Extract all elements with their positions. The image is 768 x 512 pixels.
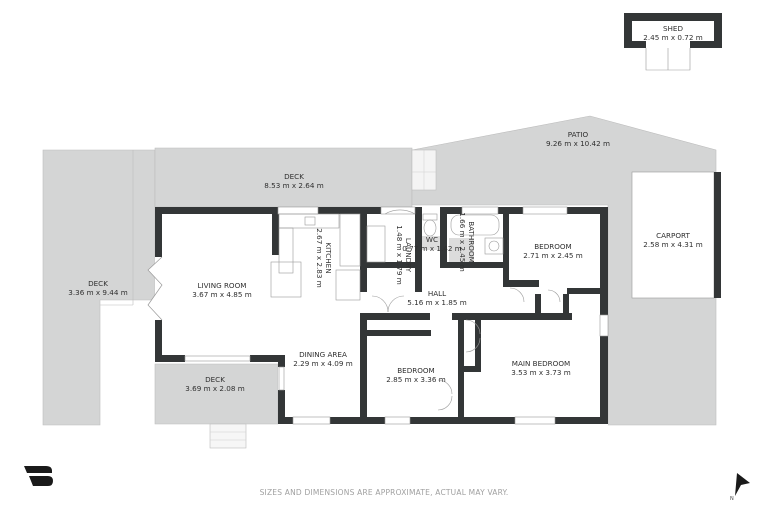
main-bedroom-dims: 3.53 m x 3.73 m <box>511 368 570 377</box>
deck-top-dims: 8.53 m x 2.64 m <box>264 181 323 190</box>
dining-area-dims: 2.29 m x 4.09 m <box>293 359 352 368</box>
carport-area <box>631 171 715 299</box>
kitchen-dims: 2.67 m x 2.83 m <box>315 228 324 287</box>
hall-name: HALL <box>428 289 446 298</box>
compass-north-icon: N <box>730 473 750 502</box>
wc-floor <box>422 236 440 250</box>
living-room-dims: 3.67 m x 4.85 m <box>192 290 251 299</box>
patio-steps <box>411 149 437 191</box>
deck-left-name: DECK <box>88 279 108 288</box>
laundry-fixtures <box>366 209 416 263</box>
bathroom-floor <box>449 238 474 262</box>
laundry-name: LAUNDRY <box>404 238 413 273</box>
shed-dims: 2.45 m x 0.72 m <box>643 33 702 42</box>
bathroom-fixtures <box>450 214 504 255</box>
bedroom-2-name: BEDROOM <box>397 366 435 375</box>
windows <box>184 206 609 425</box>
patio-name: PATIO <box>568 130 589 139</box>
deck-steps <box>209 423 247 449</box>
kitchen-name: KITCHEN <box>324 242 333 273</box>
disclaimer-text: SIZES AND DIMENSIONS ARE APPROXIMATE, AC… <box>259 488 509 497</box>
deck-bottom-dims: 3.69 m x 2.08 m <box>185 384 244 393</box>
wc-name: WC <box>426 235 438 244</box>
walls <box>155 207 608 424</box>
shed-name: SHED <box>663 24 684 33</box>
deck-left-dims: 3.36 m x 9.44 m <box>68 288 127 297</box>
shed <box>624 13 722 71</box>
carport-dims: 2.58 m x 4.31 m <box>643 240 702 249</box>
kitchen-fixtures <box>270 213 361 301</box>
deck-bottom-name: DECK <box>205 375 225 384</box>
bedroom-1-name: BEDROOM <box>534 242 572 251</box>
dining-area-name: DINING AREA <box>299 350 347 359</box>
wc-dims: 0.77 m x 1.42 m <box>402 244 461 253</box>
room-labels: SHED 2.45 m x 0.72 m PATIO 9.26 m x 10.4… <box>68 24 702 393</box>
deck-top-name: DECK <box>284 172 304 181</box>
main-bedroom-name: MAIN BEDROOM <box>512 359 570 368</box>
bathroom-name: BATHROOM <box>467 221 476 263</box>
compass-label: N <box>730 496 734 502</box>
bedroom-2-dims: 2.85 m x 3.36 m <box>386 375 445 384</box>
laundry-dims: 1.48 m x 1.79 m <box>395 225 404 284</box>
door-swings <box>371 287 561 411</box>
bathroom-dims: 1.66 m x 2.45 m <box>458 212 467 271</box>
hall-dims: 5.16 m x 1.85 m <box>407 298 466 307</box>
patio-dims: 9.26 m x 10.42 m <box>546 139 610 148</box>
carport-name: CARPORT <box>656 231 690 240</box>
brand-logo-icon <box>24 466 53 486</box>
living-room-name: LIVING ROOM <box>198 281 247 290</box>
living-room-french-doors <box>147 256 163 321</box>
bedroom-1-dims: 2.71 m x 2.45 m <box>523 251 582 260</box>
deck-bottom-area <box>154 363 279 425</box>
